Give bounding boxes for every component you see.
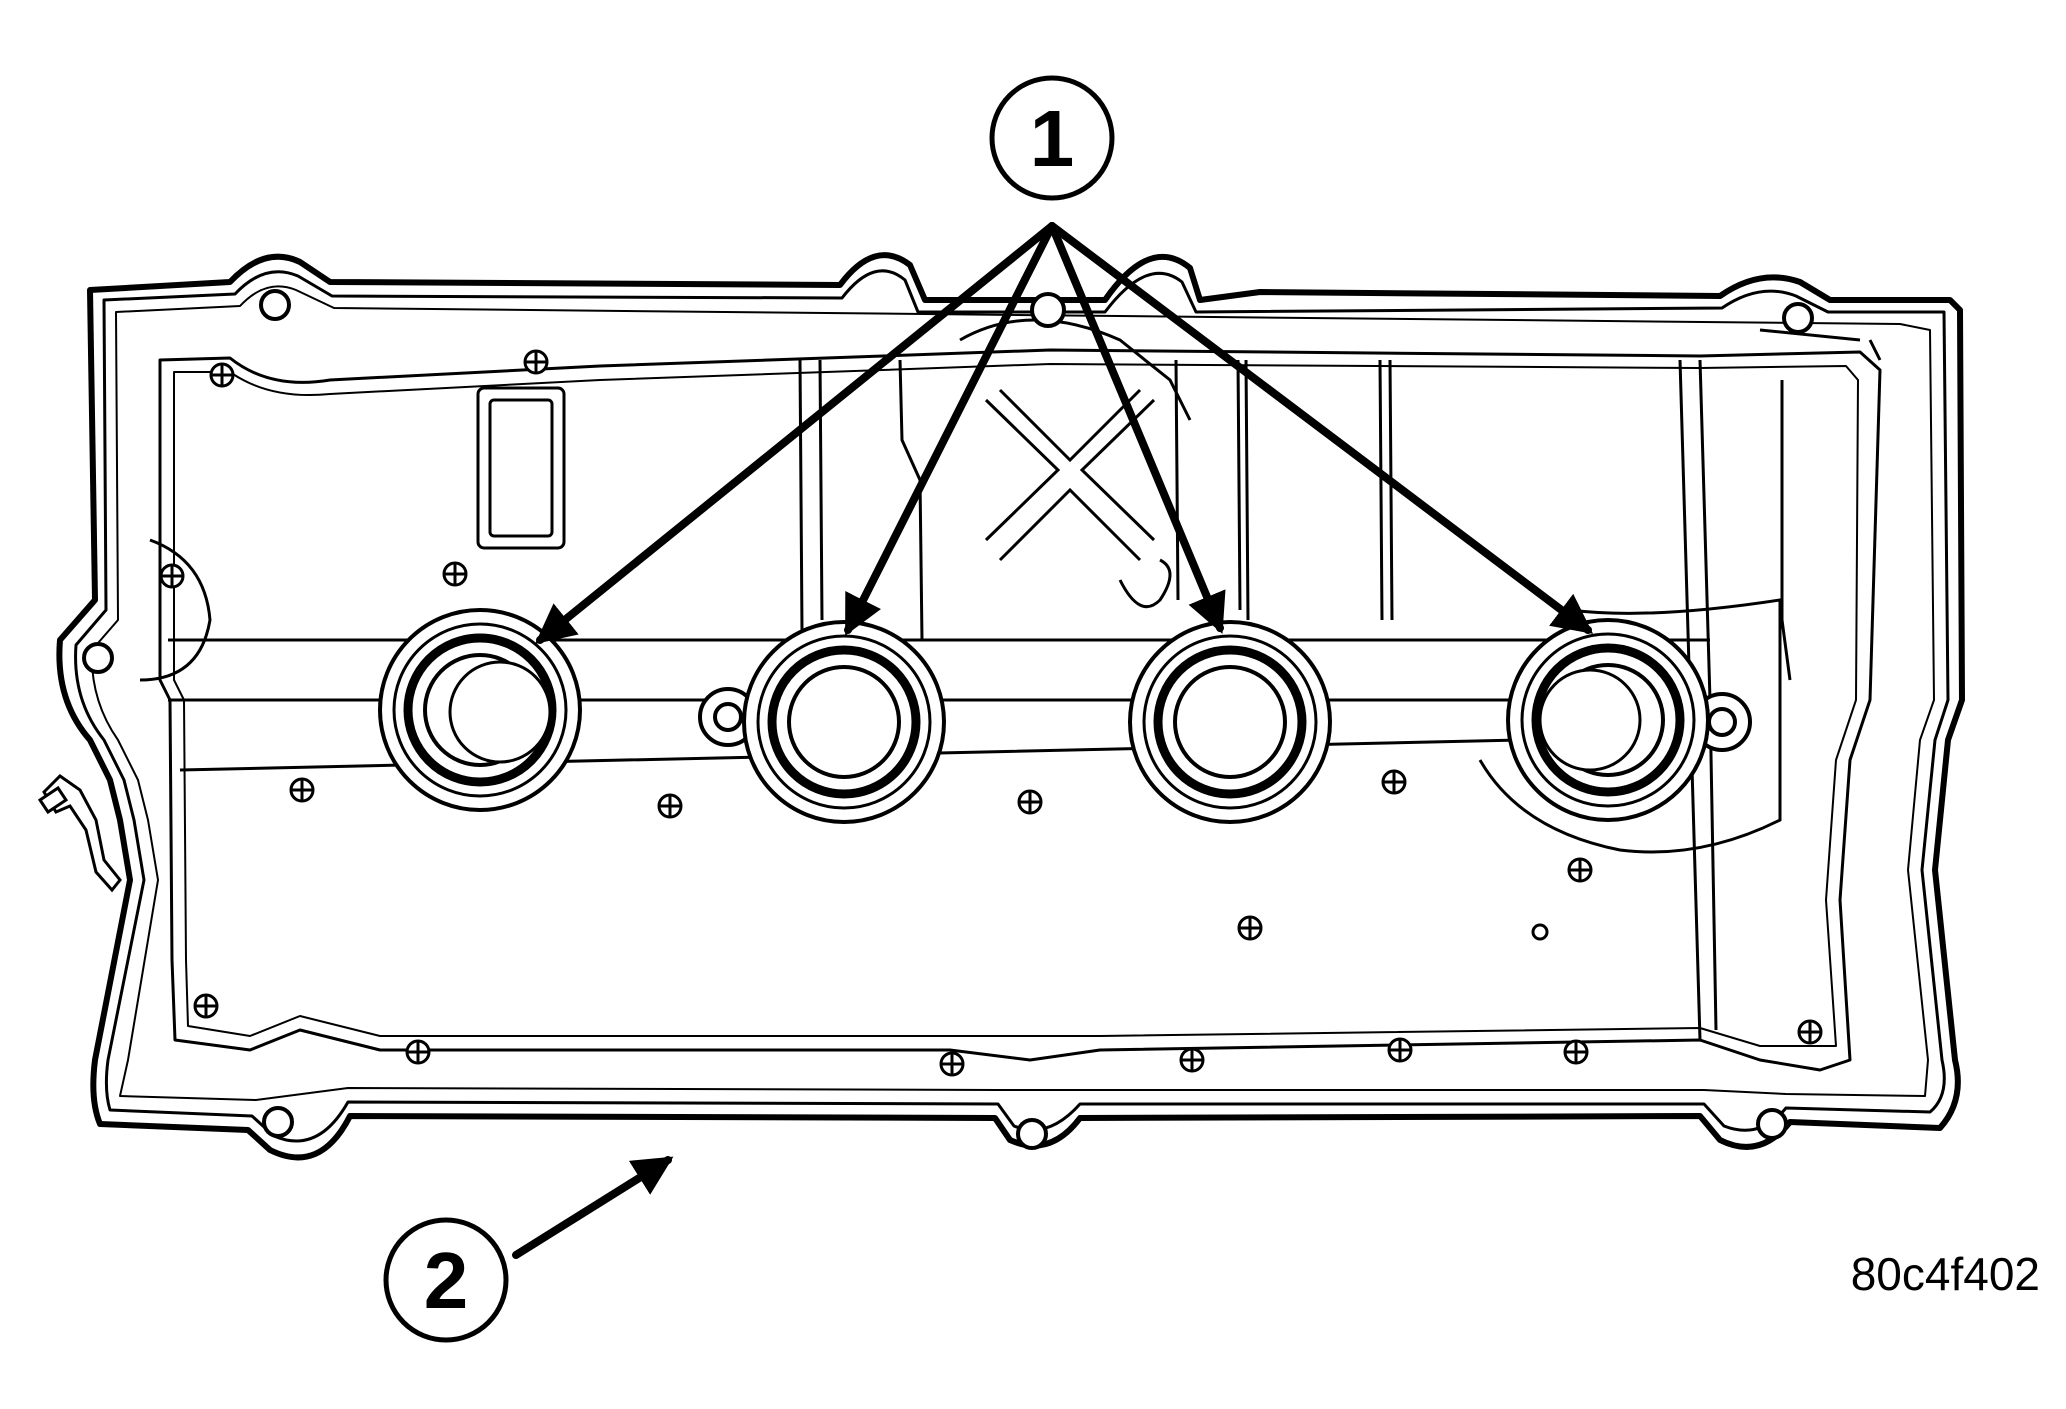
callout-2-leader (512, 1156, 674, 1259)
rivets (159, 349, 1823, 1077)
callout-2-balloon (383, 1217, 509, 1343)
callout-2: 2 (383, 1217, 509, 1343)
callout-1-leaders (535, 222, 1594, 645)
callout-1-number: 1 (1030, 94, 1075, 183)
tube-seal (378, 608, 582, 812)
tube-seal (1506, 618, 1710, 822)
tube-seal (1128, 620, 1332, 824)
breather-fitting (37, 774, 122, 893)
tube-seal (742, 620, 946, 824)
callout-1: 1 (989, 75, 1115, 201)
figure-id: 80c4f402 (1851, 1248, 2040, 1300)
callout-2-number: 2 (424, 1236, 469, 1325)
callout-1-balloon (989, 75, 1115, 201)
spark-plug-tube-seals (378, 608, 1710, 824)
valve-cover-outline (56, 252, 1965, 1161)
